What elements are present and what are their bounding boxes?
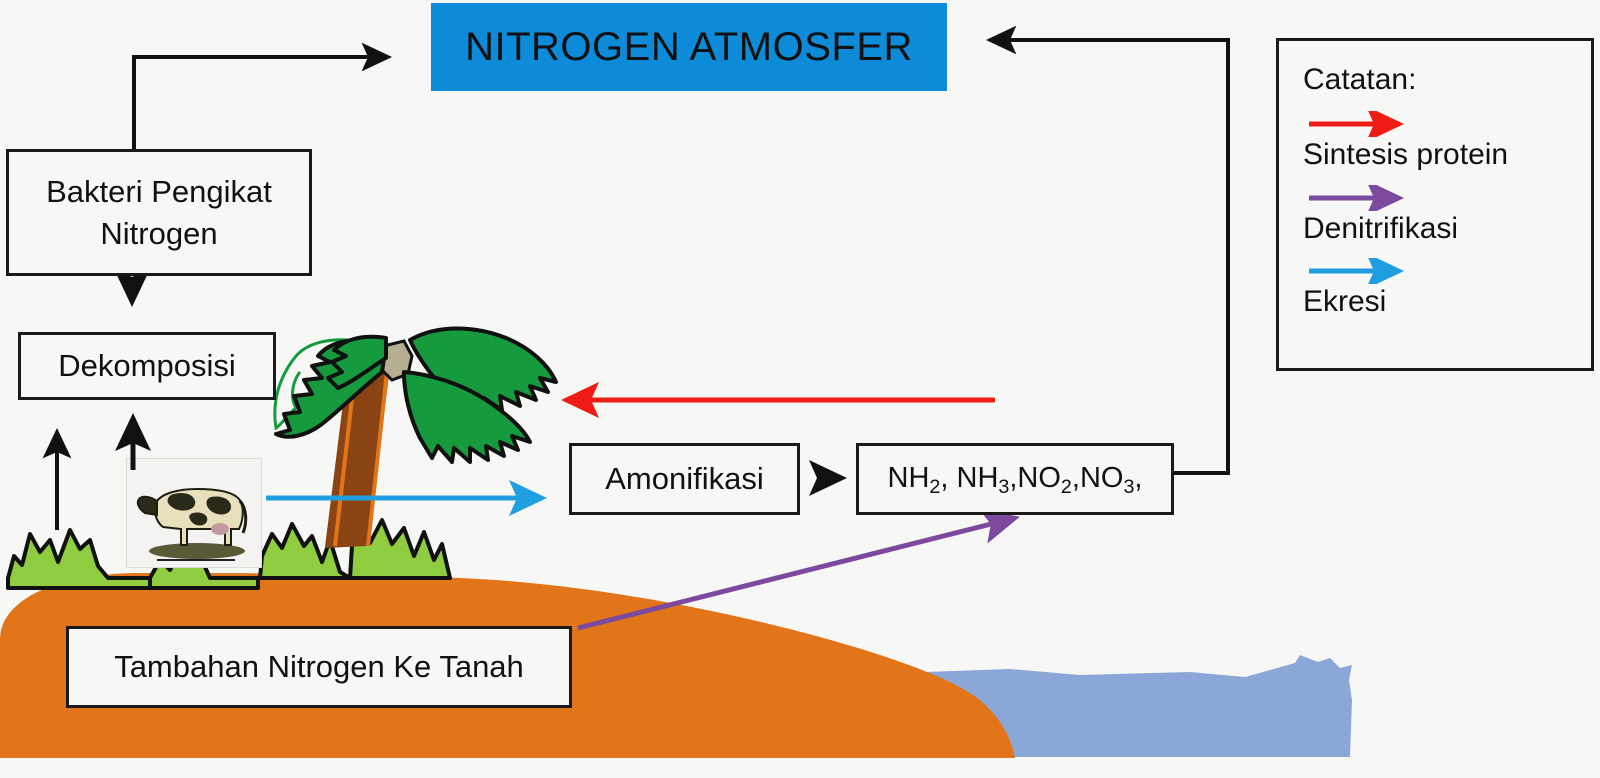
arrow-denitrification xyxy=(577,508,1020,631)
legend-row-excretion xyxy=(1303,258,1591,284)
palm-frond-outline-left xyxy=(273,338,389,431)
arrow-fixation-to-atmosphere xyxy=(132,42,393,149)
amonifikasi-label: Amonifikasi xyxy=(605,461,764,497)
bakteri-line-2: Nitrogen xyxy=(100,215,218,251)
compounds-formula: NH2, NH3,NO2,NO3, xyxy=(888,459,1143,498)
legend-row-protein-synthesis xyxy=(1303,111,1591,137)
compound-4-base: NO xyxy=(1079,462,1124,495)
legend-box: Catatan: Sintesis protein xyxy=(1276,38,1594,371)
legend-arrow-red-icon xyxy=(1309,111,1405,137)
palm-trunk-highlight xyxy=(333,363,358,547)
coconut-cluster xyxy=(378,339,414,382)
legend-label-denitrification: Denitrifikasi xyxy=(1303,211,1459,245)
arrow-compounds-to-atmosphere xyxy=(985,25,1230,475)
compound-1-base: NH xyxy=(887,462,930,495)
palm-trunk xyxy=(324,358,392,549)
compound-3-base: NO xyxy=(1017,462,1061,495)
compound-2-base: NH xyxy=(956,462,999,495)
nitrogen-compounds-box: NH2, NH3,NO2,NO3, xyxy=(856,443,1174,515)
legend-arrow-blue-icon xyxy=(1309,258,1405,284)
compound-3-sub: 2 xyxy=(1060,475,1072,498)
legend-row-denitrification xyxy=(1303,184,1591,211)
nitrogen-added-to-soil-box: Tambahan Nitrogen Ke Tanah xyxy=(66,626,572,708)
banner-label: NITROGEN ATMOSFER xyxy=(465,24,913,69)
compound-sep-3: , xyxy=(1071,462,1080,495)
legend-label-excretion: Ekresi xyxy=(1303,285,1387,318)
palm-frond-lower-right xyxy=(402,370,532,464)
dekomposisi-label: Dekomposisi xyxy=(58,348,236,384)
palm-trunk-outline xyxy=(366,361,390,547)
atmospheric-nitrogen-banner: NITROGEN ATMOSFER xyxy=(431,3,947,91)
decomposition-box: Dekomposisi xyxy=(18,332,276,400)
water-body xyxy=(925,655,1352,757)
compound-1-sub: 2 xyxy=(929,475,941,498)
bakteri-line-1: Bakteri Pengikat xyxy=(46,173,272,209)
tambahan-label: Tambahan Nitrogen Ke Tanah xyxy=(114,649,524,685)
legend-title: Catatan: xyxy=(1303,63,1417,96)
legend-arrow-purple-icon xyxy=(1309,184,1405,211)
cow-image xyxy=(126,458,262,568)
compound-4-sub: 3 xyxy=(1123,475,1135,498)
compound-2-sub: 3 xyxy=(998,475,1010,498)
palm-frond-top xyxy=(326,334,388,390)
palm-frond-upper-right xyxy=(408,326,558,414)
nitrogen-fixing-bacteria-box: Bakteri Pengikat Nitrogen xyxy=(6,149,312,276)
compound-sep-2: , xyxy=(1009,462,1018,495)
compound-tail: , xyxy=(1134,462,1143,495)
ammonification-box: Amonifikasi xyxy=(569,443,800,515)
legend-label-protein-synthesis: Sintesis protein xyxy=(1303,138,1509,171)
palm-frond-left xyxy=(274,338,388,439)
compound-sep-1: , xyxy=(940,462,957,495)
